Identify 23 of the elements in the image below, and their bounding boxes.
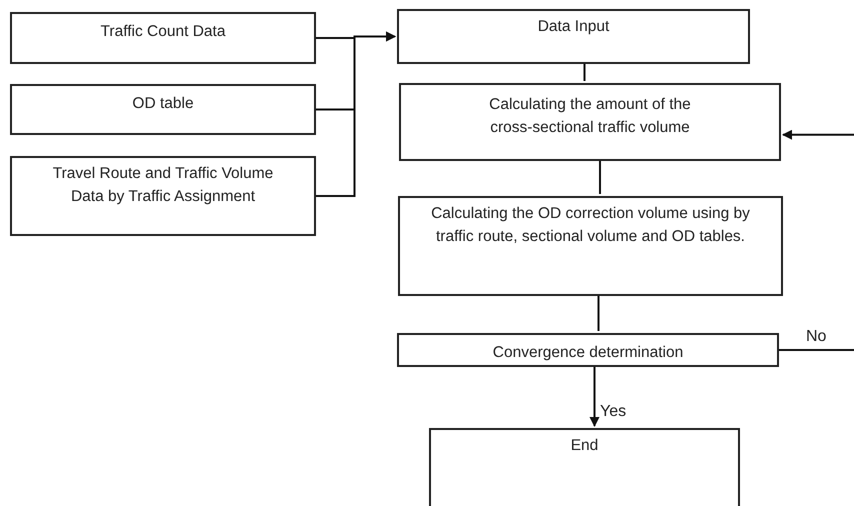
arrow	[316, 32, 396, 197]
process-box	[397, 333, 779, 367]
process-box	[10, 12, 316, 64]
box-text: Convergence determination	[492, 343, 684, 363]
box-text: Traffic Count Data	[100, 22, 226, 42]
process-box	[429, 428, 740, 506]
box-text: OD table	[132, 94, 194, 114]
box-text: Travel Route and Traffic Volume Data by Traffic Assignment	[52, 164, 274, 207]
connector-line	[584, 64, 586, 81]
process-box	[397, 9, 750, 64]
connector-line	[598, 296, 600, 331]
process-box	[399, 83, 781, 161]
box-text: End	[570, 436, 598, 456]
process-box	[398, 196, 783, 296]
connector-line	[599, 161, 601, 194]
arrow	[590, 367, 600, 427]
box-text: Calculating the amount of the cross-sectional traffic volume	[488, 95, 692, 138]
connector-line	[779, 349, 854, 351]
process-box	[10, 156, 316, 236]
process-box	[10, 84, 316, 135]
box-text: Calculating the OD correction volume using by traffic route, sectional volume and OD tables.	[430, 204, 751, 247]
arrow	[782, 130, 854, 140]
box-text: Data Input	[538, 17, 610, 37]
